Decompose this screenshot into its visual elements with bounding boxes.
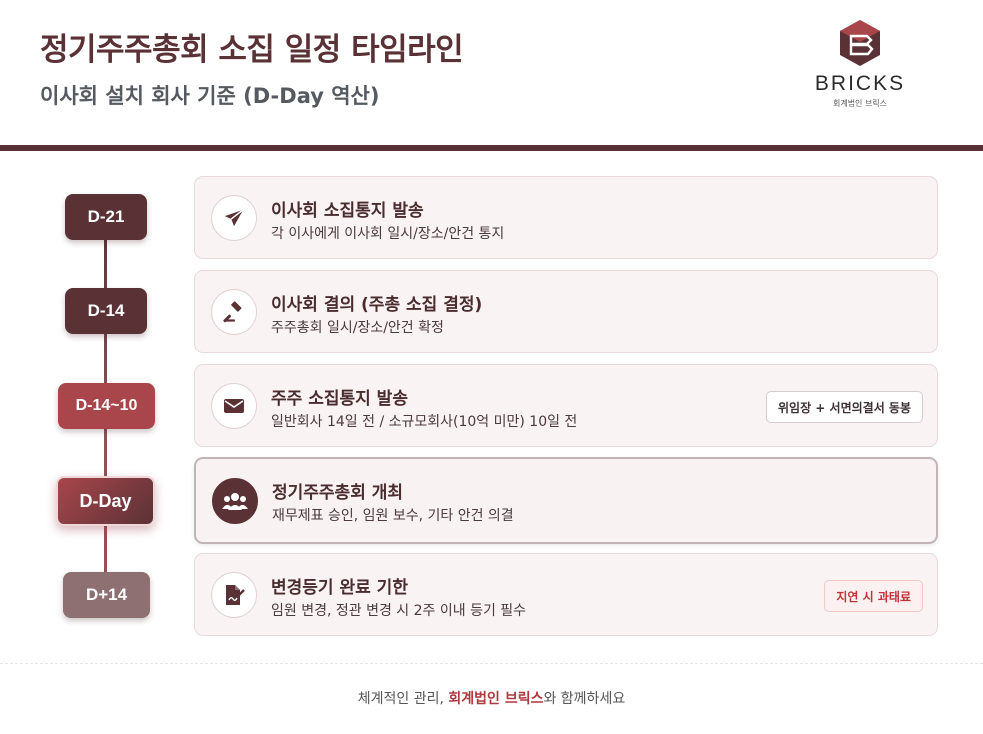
card-title: 이사회 소집통지 발송 [271,201,424,221]
timeline-card: 이사회 결의 (주총 소집 결정) 주주총회 일시/장소/안건 확정 [194,270,938,353]
header-divider [0,145,983,151]
footer-text-after: 와 함께하세요 [543,691,626,707]
badge-label: D-Day [79,490,132,511]
badge-label: D-14 [87,301,125,320]
timeline-card: 이사회 소집통지 발송 각 이사에게 이사회 일시/장소/안건 통지 [194,176,938,259]
card-description: 재무제표 승인, 임원 보수, 기타 안건 의결 [272,508,514,524]
users-icon [212,478,258,524]
timeline-badge-d-plus-14: D+14 [63,572,150,618]
gavel-icon [211,289,257,335]
header: 정기주주총회 소집 일정 타임라인 이사회 설치 회사 기준 (D-Day 역산… [0,0,983,145]
card-title: 주주 소집통지 발송 [271,389,408,409]
page-title: 정기주주총회 소집 일정 타임라인 [40,32,464,68]
card-title: 이사회 결의 (주총 소집 결정) [271,295,483,315]
timeline-badge-d-14: D-14 [65,288,147,334]
card-title: 정기주주총회 개최 [272,483,404,503]
enclosure-tag: 위임장 + 서면의결서 동봉 [766,391,923,423]
timeline-card: 주주 소집통지 발송 일반회사 14일 전 / 소규모회사(10억 미만) 10… [194,364,938,447]
badge-label: D-21 [87,207,125,226]
footer-divider [0,663,983,664]
badge-label: D+14 [85,585,128,604]
file-signature-icon [211,572,257,618]
card-description: 임원 변경, 정관 변경 시 2주 이내 등기 필수 [271,603,527,619]
timeline-badge-d-21: D-21 [65,194,147,240]
timeline-badge-d-14-10: D-14~10 [58,383,155,429]
bricks-logo: BRICKS 회계법인 브릭스 [800,18,920,114]
timeline-card-highlight: 정기주주총회 개최 재무제표 승인, 임원 보수, 기타 안건 의결 [194,457,938,544]
logo-wordmark: BRICKS [814,72,906,95]
timeline-badge-d-day: D-Day [56,476,155,526]
footer-brand: 회계법인 브릭스 [448,691,544,707]
card-description: 일반회사 14일 전 / 소규모회사(10억 미만) 10일 전 [271,414,578,430]
paper-plane-icon [211,195,257,241]
badge-label: D-14~10 [75,397,138,414]
page-subtitle: 이사회 설치 회사 기준 (D-Day 역산) [40,84,380,108]
footer-text-before: 체계적인 관리, [357,691,449,707]
card-description: 주주총회 일시/장소/안건 확정 [271,320,444,336]
footer: 체계적인 관리, 회계법인 브릭스와 함께하세요 [0,688,983,708]
logo-subtext: 회계법인 브릭스 [832,99,888,108]
card-description: 각 이사에게 이사회 일시/장소/안건 통지 [271,226,505,242]
envelope-icon [211,383,257,429]
penalty-tag: 지연 시 과태료 [824,580,923,612]
card-title: 변경등기 완료 기한 [271,578,408,598]
timeline-card: 변경등기 완료 기한 임원 변경, 정관 변경 시 2주 이내 등기 필수 지연… [194,553,938,636]
timeline: D-21 이사회 소집통지 발송 각 이사에게 이사회 일시/장소/안건 통지 … [0,151,983,661]
bricks-logo-icon [840,20,880,66]
